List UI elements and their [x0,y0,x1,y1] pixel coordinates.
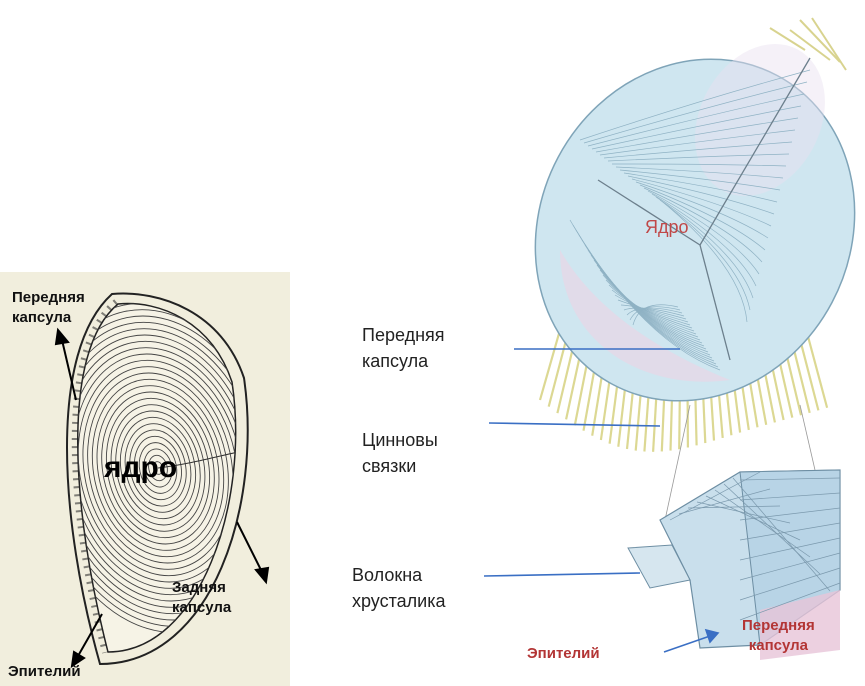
right-anterior-capsule-line1: Передняя [362,322,445,348]
left-anterior-capsule-line1: Передняя [12,288,85,308]
left-anterior-capsule-label: Передняя капсула [12,288,85,327]
left-nucleus-label: ядро [104,448,177,487]
right-epithelium-label: Эпителий [527,644,600,664]
detail-anterior-capsule-line2: капсула [742,636,815,656]
detail-anterior-capsule-line1: Передняя [742,616,815,636]
left-posterior-capsule-label: Задняя капсула [172,578,231,617]
lens-fibers-line2: хрусталика [352,588,446,614]
zonule-line1: Цинновы [362,427,438,453]
left-epithelium-label: Эпителий [8,662,81,682]
left-posterior-capsule-line2: капсула [172,598,231,618]
lens-fibers-label: Волокна хрусталика [352,562,446,614]
left-anterior-capsule-line2: капсула [12,308,85,328]
left-posterior-capsule-line1: Задняя [172,578,231,598]
right-nucleus-label: Ядро [645,216,689,239]
lens-fibers-line1: Волокна [352,562,446,588]
zonule-line2: связки [362,453,438,479]
detail-anterior-capsule-label: Передняя капсула [742,616,815,655]
zonule-label: Цинновы связки [362,427,438,479]
right-anterior-capsule-line2: капсула [362,348,445,374]
right-anterior-capsule-label: Передняя капсула [362,322,445,374]
